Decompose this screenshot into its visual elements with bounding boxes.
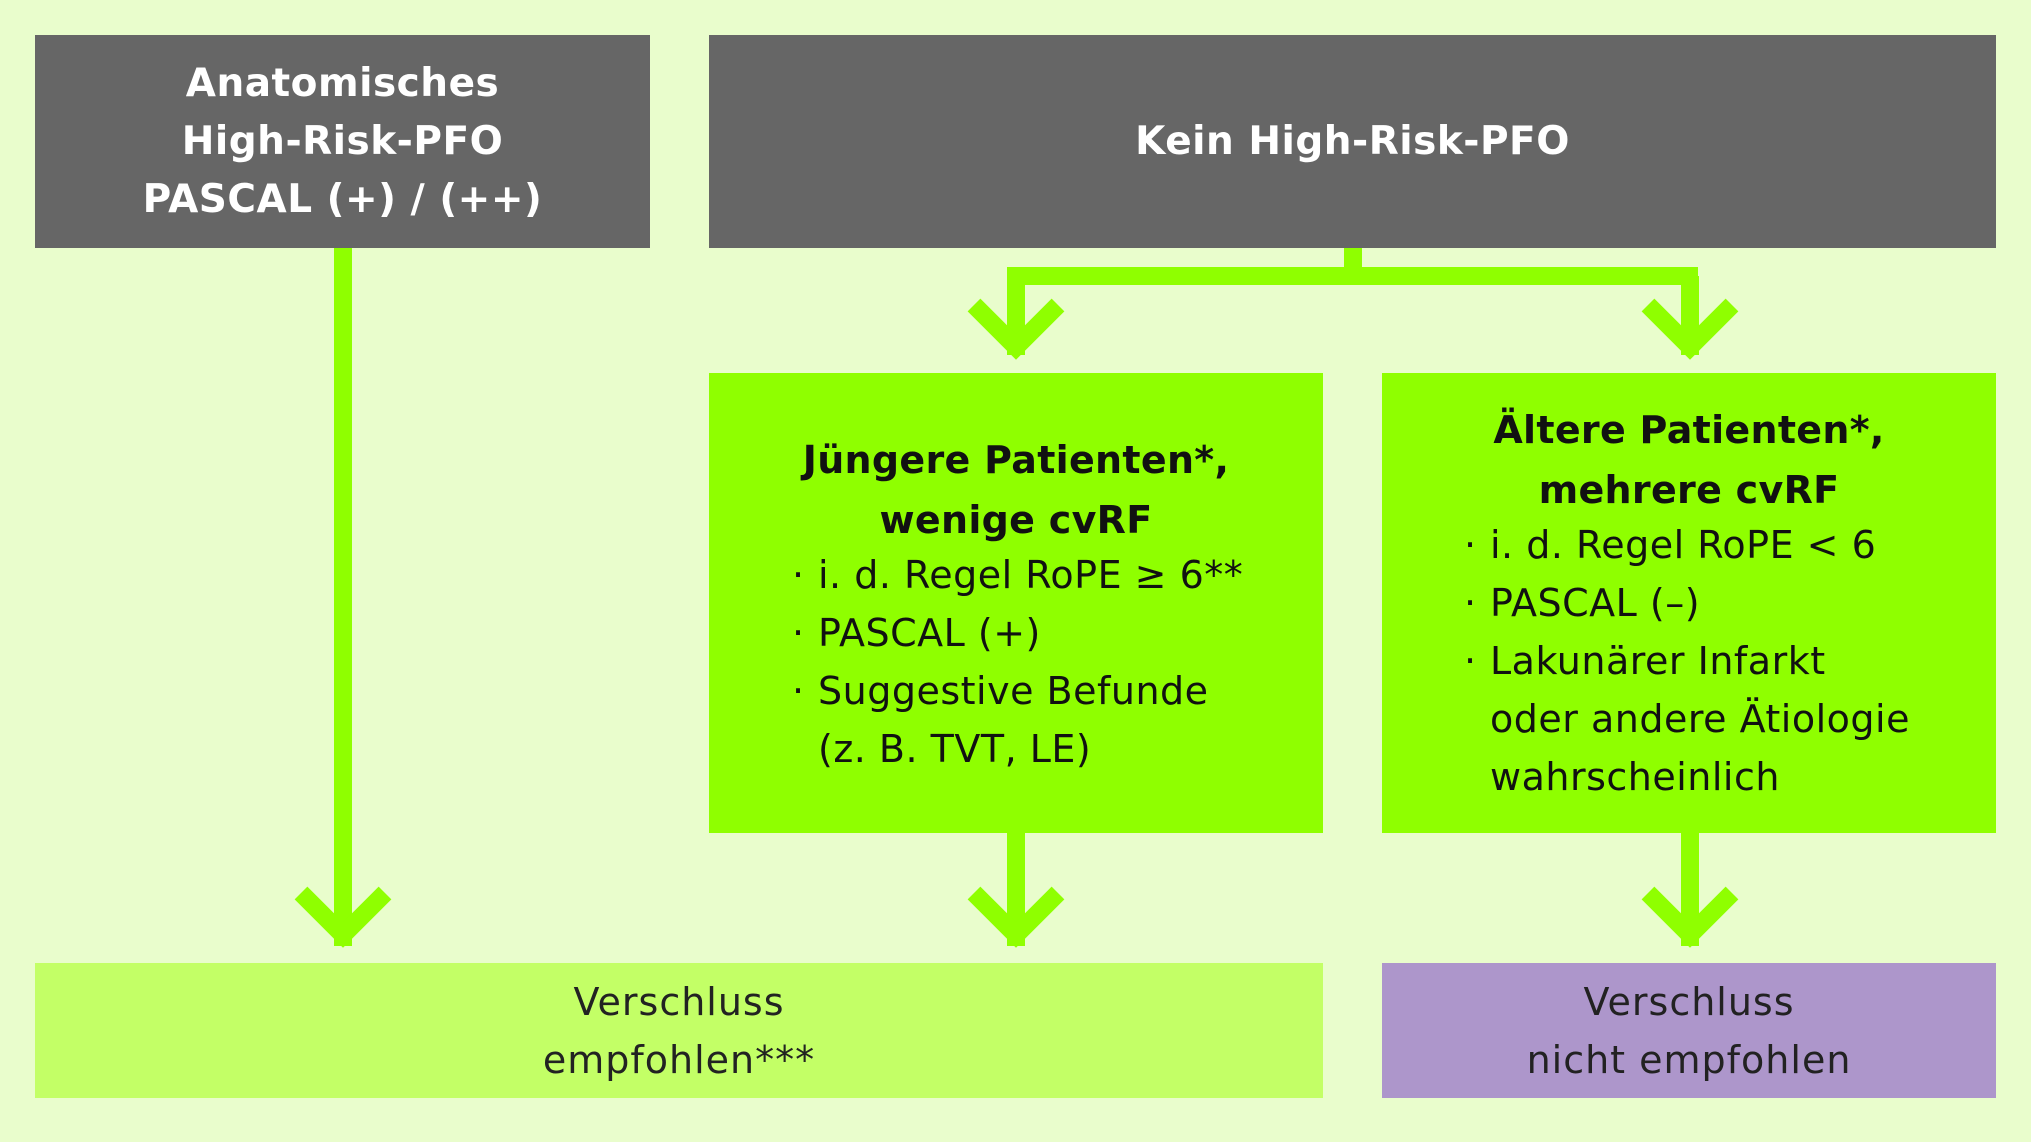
arrow-head-aeltere xyxy=(1641,298,1739,360)
juengere-bullet-rope: i. d. Regel RoPE ≥ 6** xyxy=(792,546,1243,604)
juengere-bullet-befunde: Suggestive Befunde xyxy=(792,662,1243,720)
aeltere-bullet-lakunaer: Lakunärer Infarkt xyxy=(1464,632,1910,690)
aeltere-patienten-box: Ältere Patienten*, mehrere cvRF i. d. Re… xyxy=(1382,373,1996,833)
aeltere-bullet-lakunaer-cont-2: wahrscheinlich xyxy=(1490,755,1780,799)
aeltere-title-2: mehrere cvRF xyxy=(1538,468,1840,512)
aeltere-bullet-pascal: PASCAL (–) xyxy=(1464,574,1910,632)
high-risk-line-3: PASCAL (+) / (++) xyxy=(142,176,543,222)
verschluss-nicht-line-2: nicht empfohlen xyxy=(1526,1037,1852,1082)
verschluss-empfohlen-line-2: empfohlen*** xyxy=(542,1037,816,1082)
kein-high-risk-line: Kein High-Risk-PFO xyxy=(1135,118,1570,164)
verschluss-empfohlen-box: Verschluss empfohlen*** xyxy=(35,963,1323,1098)
arrow-head-juengere xyxy=(967,298,1065,360)
aeltere-title-1: Ältere Patienten*, xyxy=(1493,408,1885,452)
high-risk-pfo-box: Anatomisches High-Risk-PFO PASCAL (+) / … xyxy=(35,35,650,248)
kein-high-risk-pfo-box: Kein High-Risk-PFO xyxy=(709,35,1996,248)
high-risk-line-1: Anatomisches xyxy=(185,60,500,106)
arrow-head-left xyxy=(294,886,392,948)
verschluss-nicht-empfohlen-box: Verschluss nicht empfohlen xyxy=(1382,963,1996,1098)
juengere-criteria-list: i. d. Regel RoPE ≥ 6** PASCAL (+) Sugges… xyxy=(792,546,1243,778)
juengere-title-2: wenige cvRF xyxy=(879,498,1153,542)
aeltere-bullet-rope: i. d. Regel RoPE < 6 xyxy=(1464,516,1910,574)
juengere-bullet-pascal: PASCAL (+) xyxy=(792,604,1243,662)
high-risk-line-2: High-Risk-PFO xyxy=(181,118,504,164)
arrow-head-aeltere-down xyxy=(1641,886,1739,948)
juengere-bullet-befunde-cont: (z. B. TVT, LE) xyxy=(818,727,1092,771)
verschluss-empfohlen-line-1: Verschluss xyxy=(573,979,785,1024)
verschluss-nicht-line-1: Verschluss xyxy=(1583,979,1795,1024)
juengere-title-1: Jüngere Patienten*, xyxy=(802,438,1230,482)
aeltere-criteria-list: i. d. Regel RoPE < 6 PASCAL (–) Lakunäre… xyxy=(1464,516,1910,806)
arrow-head-juengere-down xyxy=(967,886,1065,948)
aeltere-bullet-lakunaer-cont-1: oder andere Ätiologie xyxy=(1490,697,1910,741)
juengere-patienten-box: Jüngere Patienten*, wenige cvRF i. d. Re… xyxy=(709,373,1323,833)
